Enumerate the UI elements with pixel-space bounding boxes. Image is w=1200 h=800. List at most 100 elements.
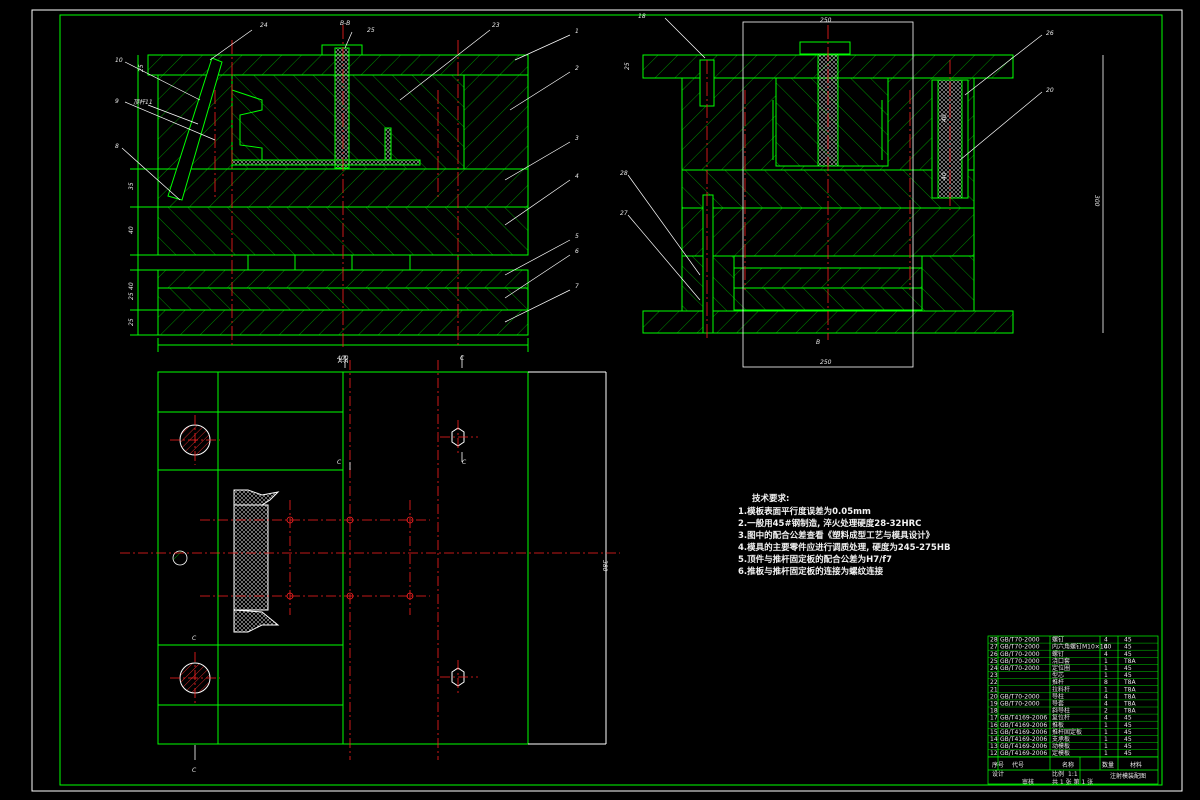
tb-cell: 1 (1104, 750, 1108, 757)
tb-head-qty: 数量 (1102, 761, 1114, 769)
tb-scale-value: 1:1 (1068, 771, 1078, 778)
callout-23: 23 (492, 22, 500, 29)
tb-cell: T8A (1123, 679, 1136, 686)
tb-cell: 45 (1124, 722, 1132, 729)
tb-cell: 24 (990, 665, 998, 672)
tb-cell: 定位圈 (1052, 664, 1070, 672)
side-section-view (642, 21, 1104, 368)
tb-cell: 28 (990, 637, 998, 644)
tb-cell: 25 (990, 658, 998, 665)
tb-cell: 推板 (1052, 721, 1064, 729)
tech-req-1: 1.模板表面平行度误差为0.05mm (738, 507, 871, 517)
tb-cell: 45 (1124, 750, 1132, 757)
dim-d1: 25 (138, 64, 145, 72)
tb-cell: 21 (990, 686, 998, 693)
tb-cell: 22 (990, 679, 998, 686)
tb-cell: 导套 (1052, 700, 1064, 708)
section-label-front-top: B-B (340, 20, 350, 27)
dim-side-top: 250 (820, 17, 832, 24)
tb-cell: 45 (1124, 651, 1132, 658)
dim-d6: 25 (128, 318, 135, 326)
tb-cell: 16 (990, 722, 998, 729)
callout-26: 26 (1046, 30, 1054, 37)
callout-10: 10 (115, 57, 123, 64)
side-callout-lines (627, 17, 1043, 301)
tb-cell: 1 (1104, 729, 1108, 736)
tb-cell: 17 (990, 715, 998, 722)
front-callout-lines (121, 29, 571, 323)
tb-cell: T8A (1123, 693, 1136, 700)
top-plan-view (157, 371, 607, 745)
tb-cell: 4 (1104, 715, 1108, 722)
tb-cell: 支承板 (1052, 735, 1070, 743)
tb-cell: 4 (1104, 644, 1108, 651)
dim-d4: 40 (128, 282, 135, 290)
tech-req-2: 2.一般用45#钢制造, 淬火处理硬度28-32HRC (738, 519, 922, 529)
tb-cell: 1 (1104, 658, 1108, 665)
tb-cell: 螺钉 (1052, 650, 1064, 658)
section-label-side: B (816, 339, 820, 346)
tb-sheet: 共 1 张 第 1 张 (1052, 778, 1093, 786)
section-c5: C (192, 767, 197, 774)
tb-cell: 4 (1104, 651, 1108, 658)
callout-20: 20 (1046, 87, 1054, 94)
tb-cell: 15 (990, 729, 998, 736)
callout-3: 3 (575, 135, 579, 142)
tb-cell: 浇口套 (1052, 657, 1070, 665)
tb-cell: GB/T70-2000 (1000, 644, 1040, 651)
tb-cell: 4 (1104, 693, 1108, 700)
tb-cell: 1 (1104, 736, 1108, 743)
tb-cell: 26 (990, 651, 998, 658)
tb-cell: GB/T70-2000 (1000, 665, 1040, 672)
tb-cell: 20 (990, 693, 998, 700)
section-c3: C (462, 459, 467, 466)
tb-cell: 45 (1124, 736, 1132, 743)
tb-cell: 推杆固定板 (1052, 728, 1082, 736)
plan-center-lines (120, 360, 620, 760)
callout-27: 27 (620, 210, 628, 217)
callout-24: 24 (260, 22, 268, 29)
section-arrows (194, 355, 463, 760)
tb-cell: 斜导柱 (1052, 707, 1070, 715)
tb-cell: 1 (1104, 722, 1108, 729)
tb-cell: 8 (1104, 679, 1108, 686)
dim-top-height: 380 (601, 560, 608, 572)
tb-cell: 动模板 (1052, 742, 1070, 750)
tech-req-5: 5.顶件与推杆固定板的配合公差为H7/f7 (738, 555, 892, 565)
tb-cell: GB/T70-2000 (1000, 637, 1040, 644)
tech-req-6: 6.推板与推杆固定板的连接为螺纹连接 (738, 567, 884, 577)
tb-head-mat: 材料 (1130, 761, 1142, 769)
tb-checker: 审核 (1022, 778, 1034, 786)
tb-cell: GB/T4169-2006 (1000, 750, 1047, 757)
tb-cell: GB/T70-2000 (1000, 658, 1040, 665)
callout-4: 4 (575, 173, 579, 180)
tb-cell: 27 (990, 644, 998, 651)
tech-requirements: 技术要求: 1.模板表面平行度误差为0.05mm 2.一般用45#钢制造, 淬火… (738, 493, 950, 578)
tech-req-3: 3.图中的配合公差查看《塑料成型工艺与模具设计》 (738, 531, 935, 541)
tb-cell: 螺钉 (1052, 636, 1064, 644)
tech-req-4: 4.模具的主要零件应进行调质处理, 硬度为245-275HB (738, 543, 951, 553)
tb-cell: 复位杆 (1052, 714, 1070, 722)
tb-cell: T8A (1123, 708, 1136, 715)
callout-28: 28 (620, 170, 628, 177)
dim-d3: 40 (128, 226, 135, 234)
section-c2: C (337, 459, 342, 466)
tb-cell: 45 (1124, 672, 1132, 679)
callout-ejector: 顶杆11 (133, 98, 153, 106)
tb-cell: 4 (1104, 701, 1108, 708)
dim-side-bottom: 250 (820, 359, 832, 366)
tb-cell: GB/T4169-2006 (1000, 729, 1047, 736)
callout-2: 2 (575, 65, 579, 72)
tb-cell: T8A (1123, 701, 1136, 708)
tech-requirements-heading: 技术要求: (752, 494, 790, 504)
outer-border (31, 9, 1183, 792)
tb-head-no: 序号 (992, 761, 1004, 769)
tb-cell: 45 (1124, 637, 1132, 644)
tb-head-code: 代号 (1012, 761, 1024, 769)
callout-9: 9 (115, 98, 119, 105)
dim-d5: 25 (128, 292, 135, 300)
callout-25: 25 (367, 27, 375, 34)
dim-side-d1: 25 (624, 62, 631, 70)
